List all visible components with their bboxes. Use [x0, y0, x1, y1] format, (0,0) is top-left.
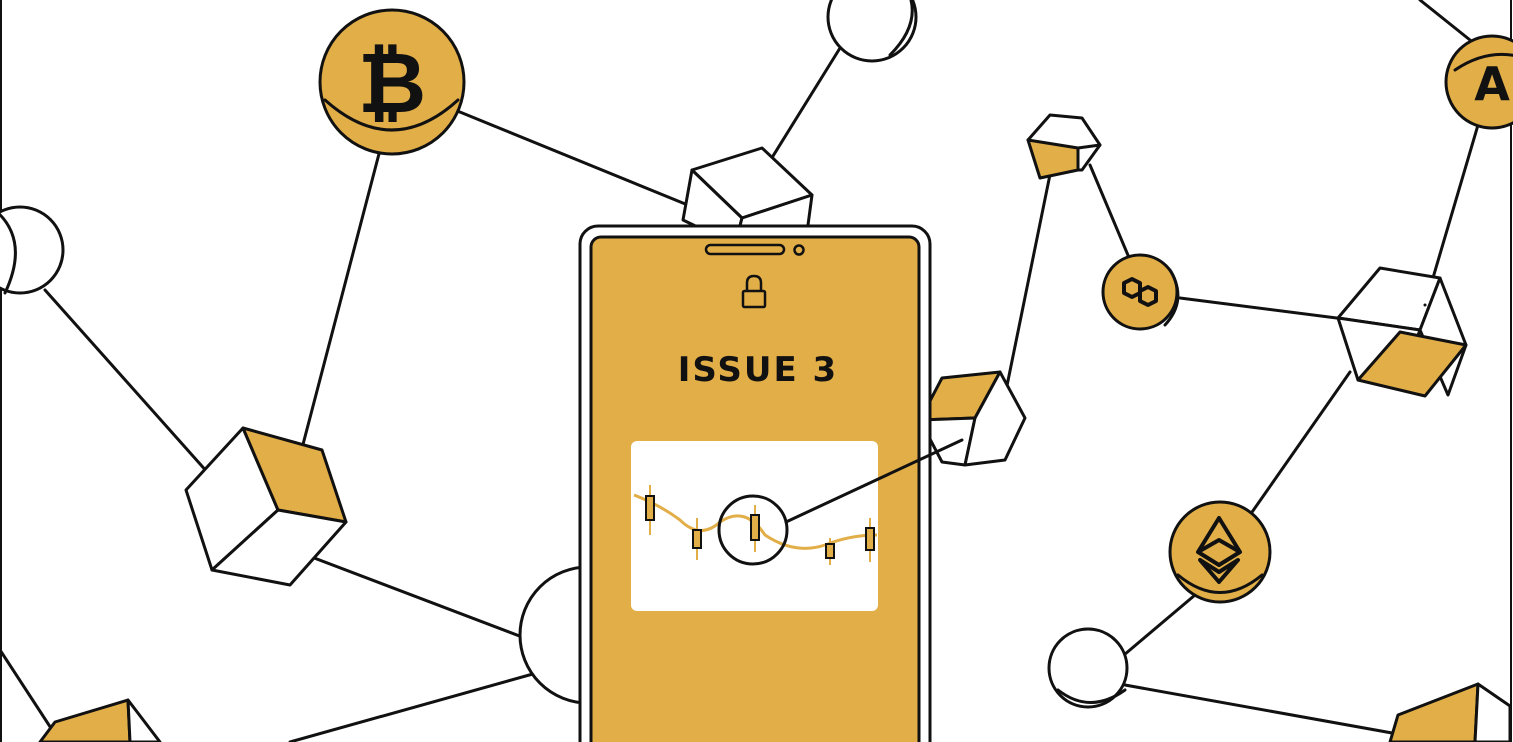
white-node-top — [826, 0, 918, 63]
price-chart-card — [631, 441, 878, 611]
block-cube-far-right — [1336, 266, 1468, 398]
smartphone: ISSUE 3 — [578, 224, 964, 742]
chart-to-block-connector — [784, 438, 964, 524]
white-node-left — [0, 205, 65, 295]
block-cube-right-of-phone — [918, 370, 1027, 467]
candlestick-marks — [645, 485, 875, 565]
bitcoin-coin: ₿ — [318, 8, 466, 156]
issue-headline: ISSUE 3 — [678, 350, 838, 390]
phone-speaker — [704, 243, 786, 256]
network-connectors — [0, 0, 1480, 742]
ethereum-icon — [1196, 516, 1242, 584]
ethereum-coin — [1168, 500, 1272, 604]
block-cube-bottom-left — [38, 698, 162, 742]
block-cube-small — [1026, 113, 1102, 180]
phone-camera — [793, 244, 805, 256]
lock-icon — [741, 274, 767, 309]
arweave-coin: A — [1444, 34, 1513, 130]
chart-highlight-ring — [717, 494, 789, 566]
block-cube-left — [184, 426, 348, 587]
bitcoin-icon: ₿ — [358, 34, 426, 132]
polygon-coin — [1101, 253, 1180, 331]
arweave-icon: A — [1474, 57, 1510, 111]
white-node-bottom-right — [1047, 627, 1129, 709]
block-cube-bottom-right — [1388, 682, 1512, 742]
polygon-icon — [1122, 277, 1158, 307]
